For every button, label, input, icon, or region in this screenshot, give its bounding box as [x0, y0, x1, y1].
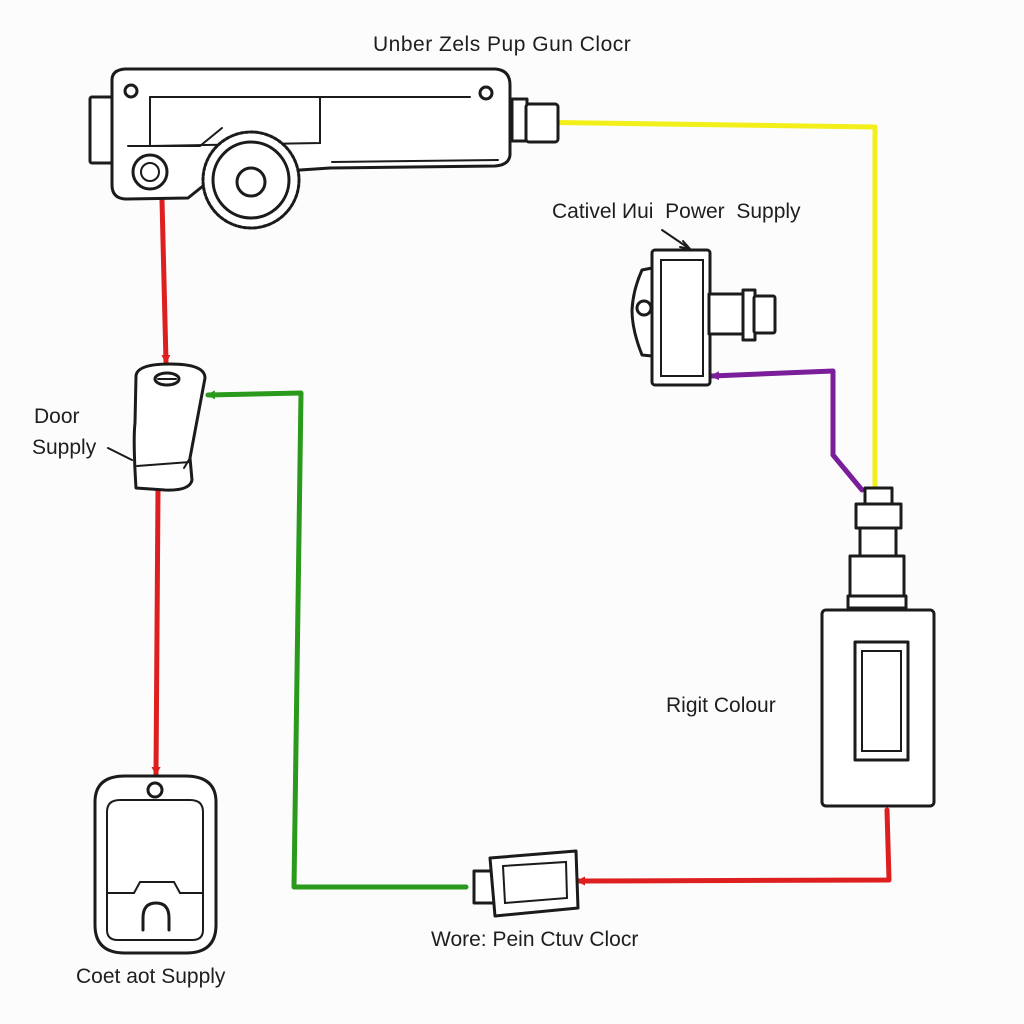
pump-gun-clock-unit-icon	[88, 67, 560, 230]
door-supply-label-line2: Supply	[32, 436, 97, 459]
bottom-supply-label: Coet aot Supply	[76, 965, 226, 988]
purple-wire	[709, 368, 865, 493]
right-colour-label: Rigit Colour	[666, 694, 776, 717]
yellow-wire	[517, 122, 878, 493]
wire-connector-icon	[472, 849, 580, 918]
red-wire-door-to-supply	[151, 487, 161, 777]
red-wire-battery-to-connector	[575, 807, 892, 886]
power-supply-connector-icon	[630, 229, 777, 387]
door-supply-connector-icon	[107, 362, 207, 492]
supply-box-icon	[93, 774, 218, 955]
battery-unit-icon	[820, 486, 936, 808]
door-supply-label-line1: Door	[34, 405, 80, 428]
connector-label: Wore: Pein Ctuv Clocr	[431, 928, 639, 951]
title-label: Unber Zels Pup Gun Clocr	[373, 33, 632, 56]
power-supply-label: Cativel Иui Power Supply	[552, 200, 801, 223]
red-wire-gun-to-door	[159, 197, 171, 365]
green-wire	[205, 390, 469, 890]
